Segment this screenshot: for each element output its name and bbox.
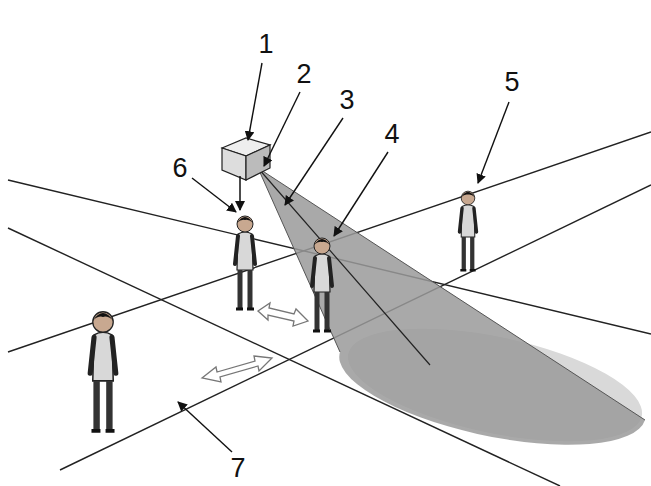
callout-number: 4 — [384, 121, 399, 148]
height-arrow — [239, 176, 241, 210]
sensor — [222, 138, 270, 180]
person — [235, 216, 255, 309]
person — [460, 191, 477, 270]
callout-number: 1 — [258, 31, 273, 58]
floor-lines — [8, 132, 651, 486]
detection-zone — [258, 168, 651, 463]
person — [312, 238, 332, 331]
callout-number: 7 — [230, 455, 245, 482]
callout-number: 3 — [339, 87, 354, 114]
leader-lines — [178, 63, 509, 452]
callout-number: 6 — [172, 155, 187, 182]
callout-number: 2 — [296, 61, 311, 88]
callout-number: 5 — [504, 69, 519, 96]
person — [90, 312, 116, 431]
movement-arrow — [202, 303, 308, 382]
